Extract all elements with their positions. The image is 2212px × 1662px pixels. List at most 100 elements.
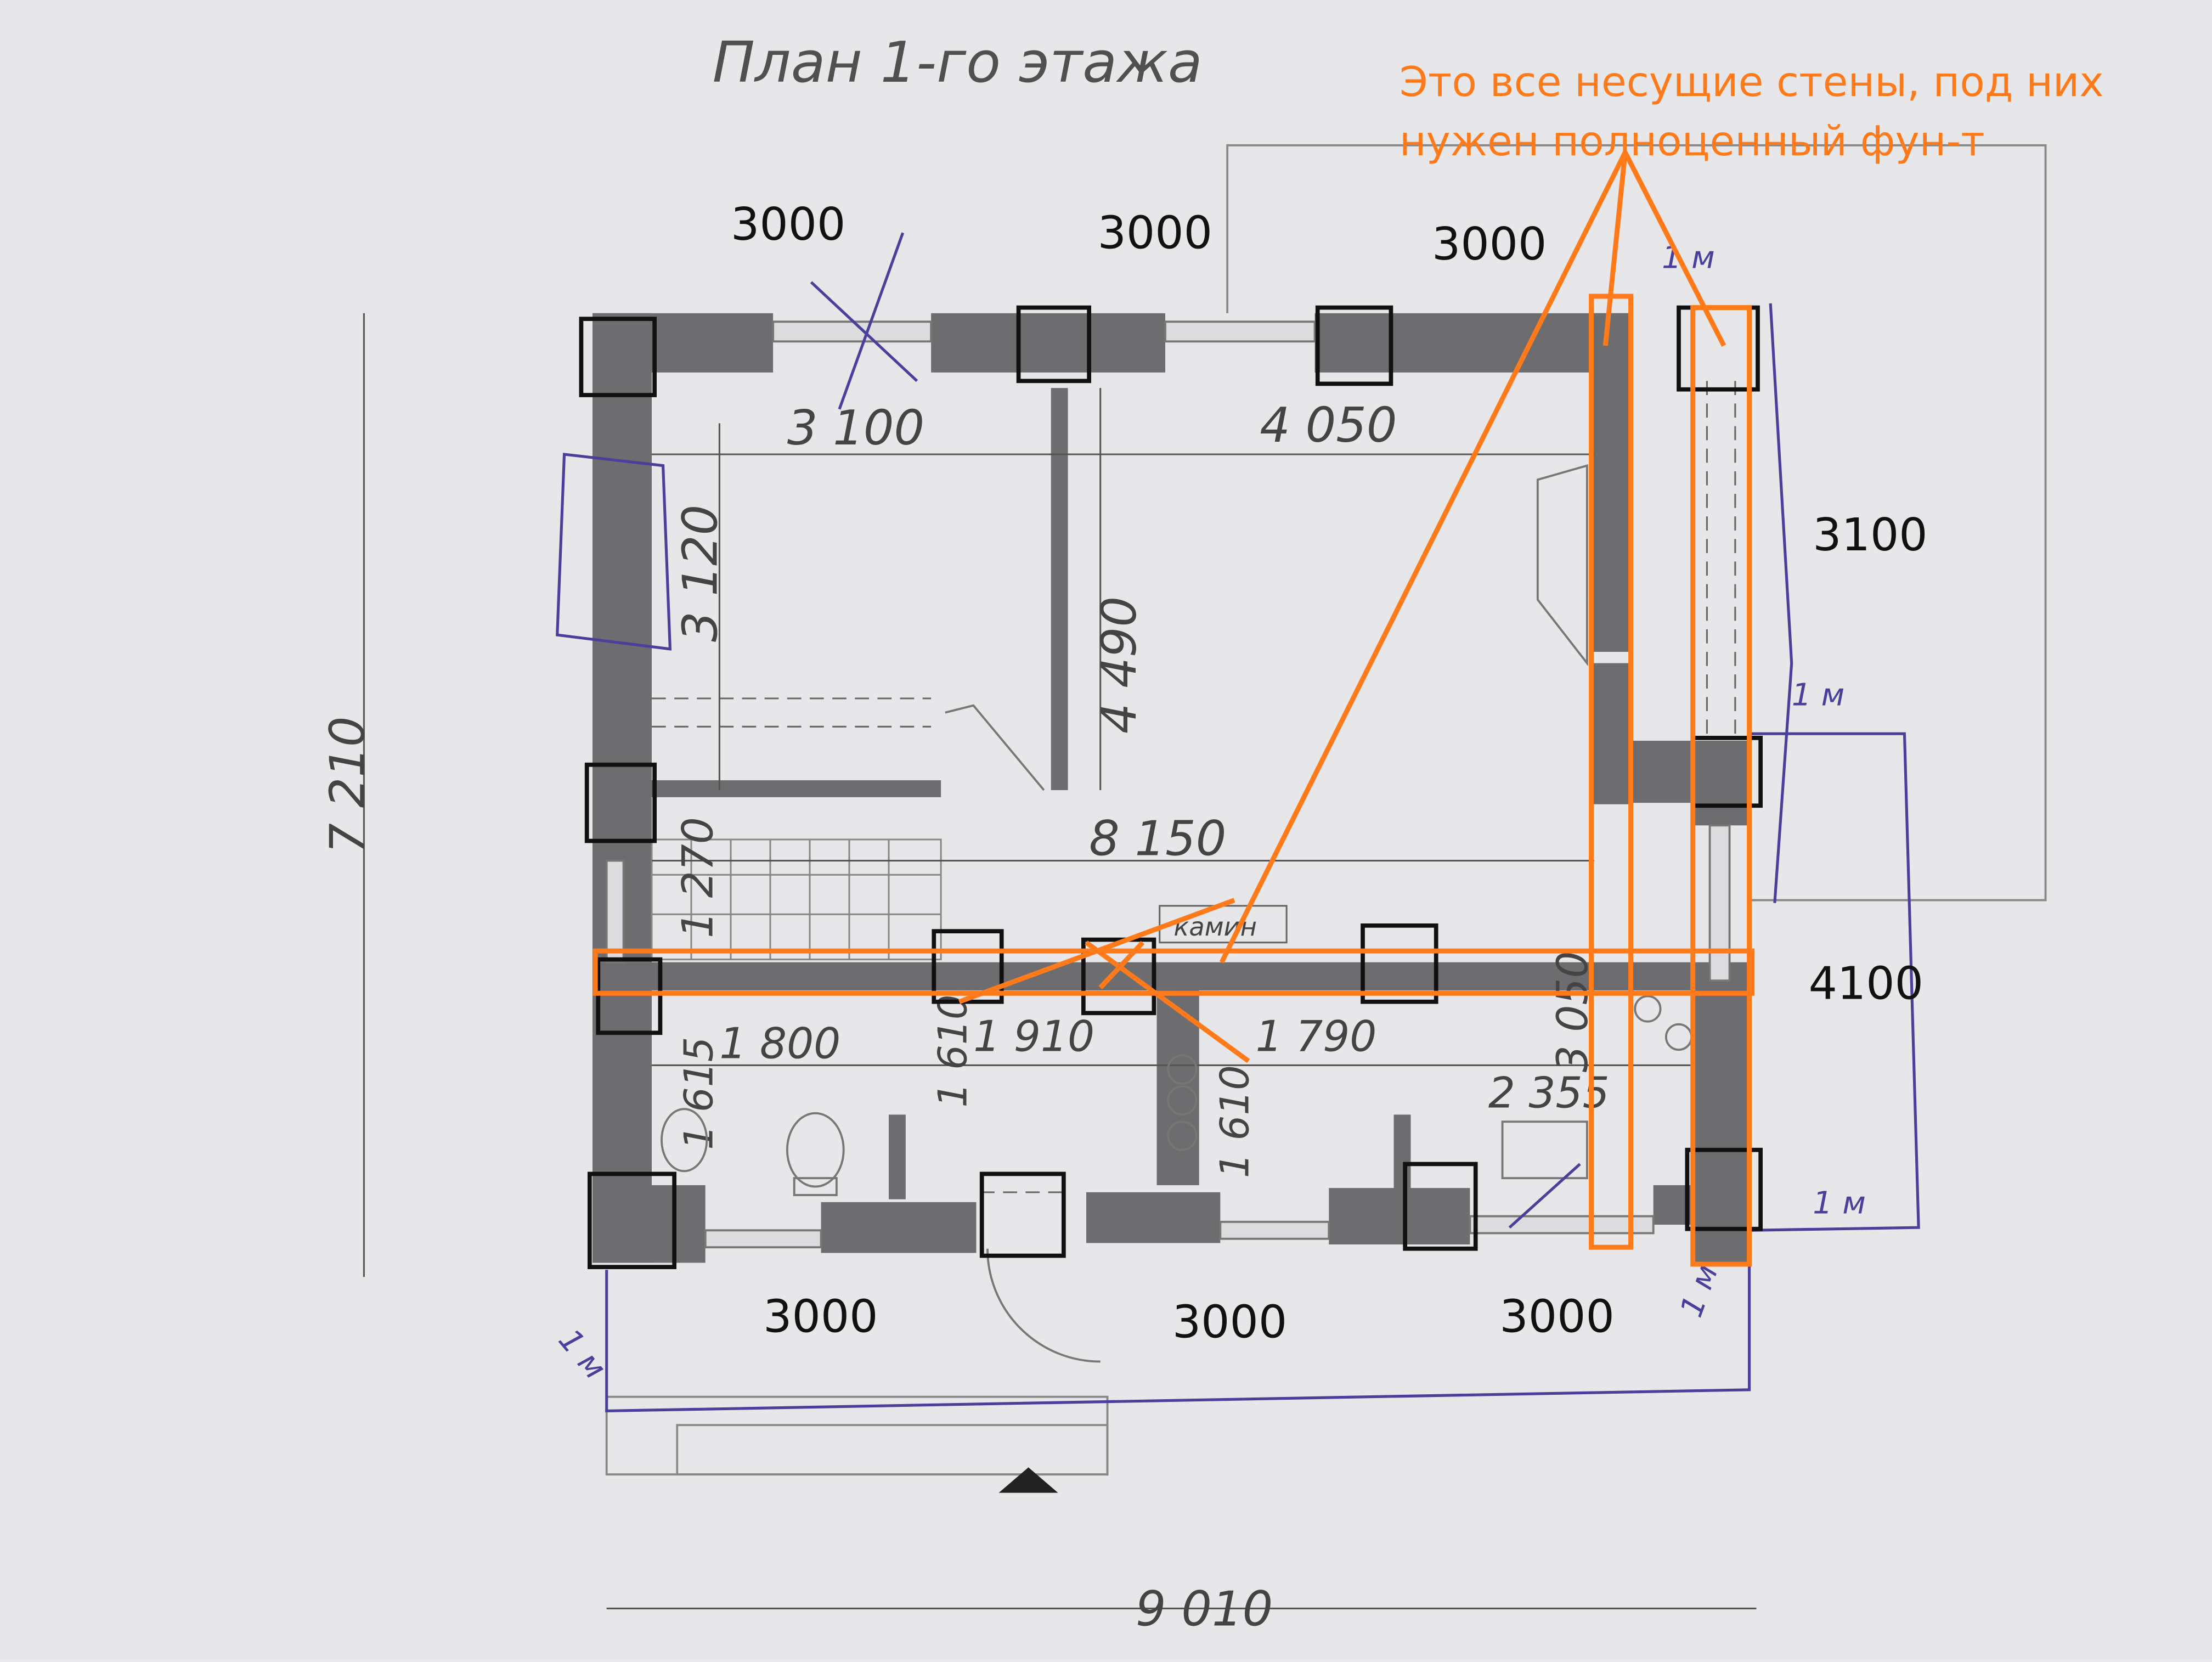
dim-top-left: 3 100 (787, 400, 924, 456)
footing-square (932, 929, 1004, 1004)
footing-square (1016, 305, 1091, 384)
kitchen-sink-icon (1501, 1120, 1588, 1180)
footing-square (588, 1171, 676, 1270)
sink-icon (661, 1108, 708, 1173)
porch (605, 1395, 1109, 1476)
span-right-lower: 4100 (1809, 958, 1923, 1010)
pencil-cross-3 (1508, 1163, 1581, 1229)
pencil-cross-2 (838, 232, 905, 410)
dim-hall-width: 1 910 (973, 1012, 1094, 1062)
footing-square (979, 1171, 1066, 1258)
dim-hall-height: 1 610 (929, 994, 975, 1107)
pencil-annotations (556, 232, 1920, 1413)
load-bearing-note: Это все несущие стены, под них нужен пол… (1400, 58, 2104, 165)
partition-vertical (1051, 388, 1068, 790)
hob-burner-icon (1634, 995, 1662, 1023)
door-swing (986, 1248, 1101, 1363)
span-top-2: 3000 (1098, 207, 1212, 260)
dim-bath-height: 1 615 (676, 1037, 722, 1150)
span-right-upper: 3100 (1813, 509, 1927, 561)
window-7 (605, 859, 625, 964)
stove-burner-icon (1167, 1054, 1198, 1085)
span-top-3: 3000 (1432, 218, 1547, 271)
fixtures (661, 464, 1693, 1363)
dim-stair-height: 1 270 (674, 817, 723, 938)
dimension-lines (363, 313, 1757, 1609)
wall-inner-right-upper (1591, 313, 1631, 652)
footing-square (596, 957, 663, 1035)
load-bearing-highlights (592, 151, 1755, 1267)
terrace-outline (1226, 144, 2047, 902)
door-swing-right (1536, 464, 1588, 667)
window-4 (1219, 1220, 1330, 1240)
pointer-line-1 (1602, 152, 1628, 346)
wall-right-upper (1692, 741, 1750, 826)
pencil-terrace (1749, 732, 1920, 1232)
wall-middle (592, 962, 1750, 991)
stove-burner-icon (1167, 1085, 1198, 1116)
footing-square (1361, 923, 1438, 1004)
pencil-bottom-line (605, 1227, 1751, 1413)
partition-horizontal (652, 780, 941, 797)
window-5 (1469, 1215, 1655, 1235)
dim-top-right: 4 050 (1260, 397, 1397, 453)
span-bottom-1: 3000 (763, 1291, 878, 1343)
pencil-right-line (1769, 303, 1793, 903)
stairs (651, 838, 942, 961)
pencil-mark-2: 1 м (1792, 677, 1845, 713)
pointer-line-3 (1219, 151, 1628, 964)
walls (592, 313, 1750, 1263)
footing-square (584, 762, 657, 843)
footing-square (1403, 1162, 1478, 1251)
footing-square (579, 317, 657, 397)
toilet-icon (786, 1112, 845, 1188)
highlight-outer-right-wall (1690, 305, 1752, 1267)
porch-step (676, 1424, 1109, 1476)
span-bottom-3: 3000 (1499, 1291, 1614, 1343)
partition-bath (889, 1114, 906, 1199)
window-6 (1708, 824, 1731, 982)
wall-bottom-2 (821, 1202, 977, 1253)
dim-bath-width: 1 800 (719, 1019, 840, 1069)
wall-top-3 (1314, 313, 1633, 373)
pointer-line-2 (1623, 151, 1726, 347)
wall-left-upper (592, 313, 652, 962)
note-line-2: нужен полноценный фун-т (1400, 117, 1985, 165)
wall-inner-right-mid (1591, 663, 1631, 804)
partition-kitchen (1393, 1114, 1411, 1199)
plan-title: План 1-го этажа (713, 30, 1203, 95)
window-2 (1164, 320, 1316, 343)
dim-kitchen-left-width: 1 790 (1256, 1012, 1377, 1062)
window-3 (704, 1229, 822, 1249)
span-top-1: 3000 (731, 199, 845, 251)
stairs-outline (651, 838, 942, 961)
dim-middle-width: 8 150 (1089, 810, 1226, 866)
dim-overall-width: 9 010 (1136, 1581, 1273, 1637)
wall-bottom-1 (592, 1185, 706, 1263)
footing-square (1081, 937, 1156, 1016)
span-bottom-2: 3000 (1172, 1297, 1287, 1349)
wall-bottom-3 (1086, 1192, 1221, 1243)
windows (605, 320, 1731, 1249)
stove-burner-icon (1167, 1120, 1198, 1151)
dashed-lines (652, 381, 1736, 1193)
footing-square (1685, 1147, 1763, 1231)
strike-line-2 (1098, 940, 1145, 990)
terrace-line (1226, 144, 2047, 902)
pencil-window-box (556, 453, 672, 651)
wall-bottom-5 (1653, 1185, 1750, 1225)
toilet-tank (793, 1177, 838, 1196)
dim-overall-height: 7 210 (319, 716, 375, 853)
wall-notch (1630, 741, 1702, 803)
pencil-cross-1 (810, 281, 918, 382)
dim-center-height: 4 490 (1091, 596, 1147, 734)
entrance-arrow-icon (998, 1467, 1058, 1493)
dim-left-room-height: 3 120 (672, 505, 728, 642)
pencil-mark-3: 1 м (1813, 1185, 1866, 1221)
footing-square (1315, 305, 1393, 386)
strike-line-1 (1085, 940, 1250, 1063)
window-1 (772, 320, 933, 343)
